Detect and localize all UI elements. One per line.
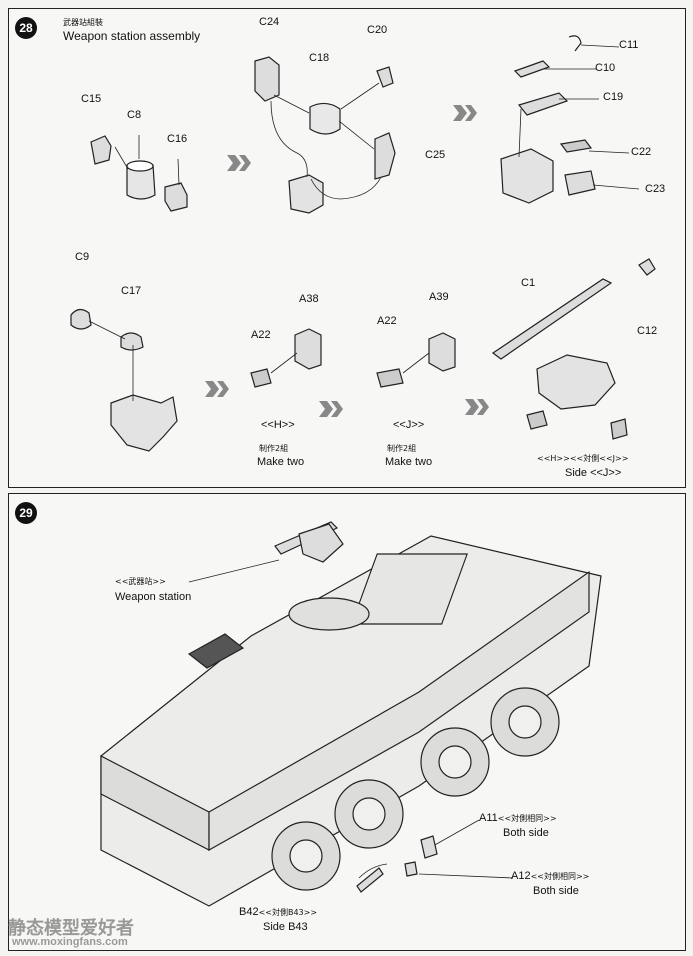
part-a22-h-shape [250, 368, 272, 388]
label-c18: C18 [309, 52, 330, 64]
a11-note: Both side [503, 827, 549, 839]
part-c1-shape [491, 278, 613, 360]
rear-hatch-shape [350, 553, 468, 625]
subassembly-j-en: Make two [385, 456, 433, 468]
b42-callout: B42<<対側B43>> [239, 906, 317, 919]
part-c24-shape [254, 56, 280, 102]
part-h-placed-shape [526, 410, 548, 430]
label-a22-j: A22 [377, 315, 397, 327]
label-c12: C12 [637, 325, 658, 337]
label-c1: C1 [521, 277, 536, 289]
step-28-badge: 28 [15, 17, 37, 39]
step-28-title-en: Weapon station assembly [63, 29, 201, 43]
side-note-tag-h: <<H>> [537, 454, 570, 463]
label-c8: C8 [127, 109, 142, 121]
label-c22: C22 [631, 146, 652, 158]
a12-note: Both side [533, 885, 579, 897]
part-c23-shape [564, 170, 596, 196]
assembled-weapon-station-shape [536, 354, 616, 410]
part-c22-shape [559, 139, 593, 153]
assembled-mount-shape [500, 148, 554, 204]
part-c12-shape [638, 258, 656, 276]
part-c20-shape [376, 66, 394, 88]
weapon-ring-shape [288, 597, 370, 631]
a12-part: A12 [511, 870, 531, 882]
weapon-station-callout-cn: <<武器站>> [115, 577, 166, 586]
label-c20: C20 [367, 24, 388, 36]
watermark-url: www.moxingfans.com [12, 936, 128, 948]
label-c24: C24 [259, 16, 280, 28]
watermark-cn: 静态模型爱好者 [8, 918, 134, 939]
label-c16: C16 [167, 133, 188, 145]
a12-callout: A12<<対側相同>> [511, 870, 589, 883]
part-c18-shape [309, 102, 341, 135]
part-b42-shape [356, 867, 384, 893]
part-c25-shape [374, 132, 396, 180]
part-a39-shape [428, 332, 456, 372]
subassembly-h-en: Make two [257, 456, 305, 468]
subassembly-j-cn: 制作2組 [387, 444, 417, 453]
label-c15: C15 [81, 93, 102, 105]
part-a11-shape [420, 835, 438, 859]
assembled-mount-c-shape [110, 394, 178, 452]
label-c25: C25 [425, 149, 446, 161]
b42-cn: <<対側B43>> [258, 908, 318, 917]
subassembly-j-tag: <<J>> [393, 419, 425, 431]
step-29-panel: 29 [8, 493, 686, 951]
a11-callout: A11<<対側相同>> [479, 812, 557, 825]
part-j-placed-shape [610, 418, 628, 440]
driver-hatch-shape [187, 633, 245, 669]
part-a12-shape [404, 861, 418, 877]
part-c19-shape [517, 92, 569, 116]
part-c11-shape [568, 35, 582, 52]
assembled-base-shape [288, 174, 324, 214]
subassembly-h-cn: 制作2組 [259, 444, 289, 453]
side-note-cn: <<対側 [569, 454, 600, 463]
part-c15-shape [90, 135, 112, 165]
b42-part: B42 [239, 906, 259, 918]
side-note-tag-j: <<J>> [599, 454, 629, 463]
part-a38-shape [294, 328, 322, 370]
part-c16-shape [164, 182, 188, 212]
side-note-line2: Side <<J>> [565, 467, 622, 479]
step-28-title-cn: 武器站組裝 [63, 18, 103, 27]
a11-part: A11 [479, 812, 498, 824]
label-c19: C19 [603, 91, 624, 103]
step-28-panel: 28 武器站組裝 Weapon station assembly [8, 8, 686, 488]
part-c17-shape [120, 332, 144, 351]
label-a38: A38 [299, 293, 319, 305]
label-a39: A39 [429, 291, 449, 303]
part-c10-shape [513, 60, 551, 78]
a12-cn: <<対側相同>> [530, 872, 590, 881]
label-c17: C17 [121, 285, 142, 297]
label-c11: C11 [619, 39, 639, 51]
step-29-badge: 29 [15, 502, 37, 524]
subassembly-h-tag: <<H>> [261, 419, 295, 431]
process-arrows [205, 105, 489, 417]
label-c10: C10 [595, 62, 616, 74]
label-c23: C23 [645, 183, 666, 195]
side-note-line1: <<H>><<対側<<J>> [537, 453, 628, 465]
step-29-vehicle-drawing [100, 521, 602, 907]
weapon-station-callout-en: Weapon station [115, 591, 192, 603]
part-c9-shape [70, 308, 92, 330]
b42-note: Side B43 [263, 921, 308, 933]
part-a22-j-shape [376, 368, 404, 388]
step-28-drawing [70, 35, 656, 452]
label-a22-h: A22 [251, 329, 271, 341]
a11-cn: <<対側相同>> [497, 814, 557, 823]
label-c9: C9 [75, 251, 90, 263]
